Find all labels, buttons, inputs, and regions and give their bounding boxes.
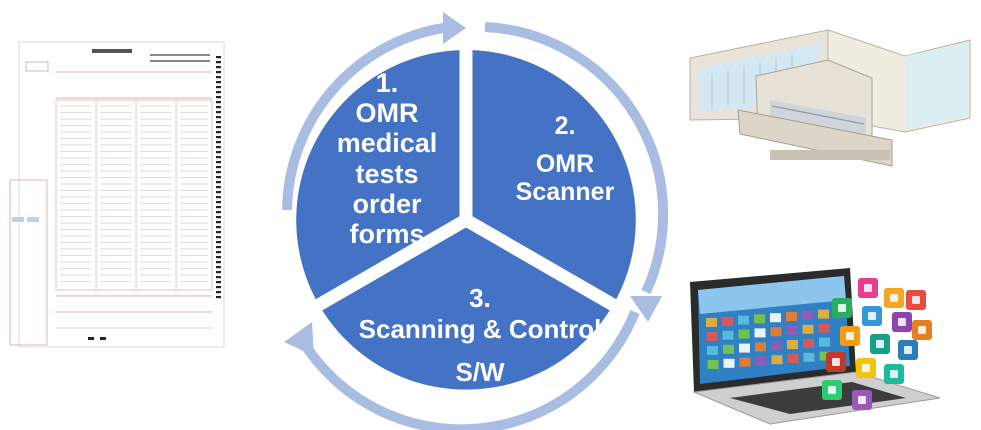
scanner-image bbox=[689, 29, 971, 167]
step-1-line: OMR bbox=[355, 98, 419, 129]
step-1-line: 1. bbox=[375, 68, 399, 98]
step-2-line: 2. bbox=[554, 112, 576, 140]
arrow-arc-2 bbox=[484, 22, 669, 295]
step-2-line: Scanner bbox=[515, 178, 615, 206]
arrow-head-1 bbox=[443, 12, 466, 44]
step-3-line: 3. bbox=[469, 283, 491, 313]
arrow-head-2 bbox=[630, 296, 662, 322]
step-3-line: S/W bbox=[455, 357, 505, 388]
laptop-image bbox=[690, 268, 941, 425]
arrow-arc-1 bbox=[282, 22, 451, 211]
cycle-diagram bbox=[282, 12, 669, 430]
step-2-label: 2. OMR Scanner bbox=[490, 112, 640, 206]
step-1-line: forms bbox=[349, 219, 425, 250]
step-1-line: order bbox=[352, 188, 422, 219]
arrow-arc-3 bbox=[297, 310, 640, 430]
arrow-head-3 bbox=[284, 322, 314, 356]
step-1-line: tests bbox=[355, 158, 419, 189]
step-3-label: 3. Scanning & Control S/W bbox=[330, 283, 630, 388]
omr-form-image bbox=[9, 41, 225, 348]
step-1-line: medical bbox=[336, 128, 438, 159]
step-2-line: OMR bbox=[535, 150, 595, 178]
step-3-line: Scanning & Control bbox=[358, 314, 602, 345]
segment-step-3 bbox=[319, 220, 613, 390]
step-1-label: 1. OMR medical tests order forms bbox=[318, 68, 456, 249]
